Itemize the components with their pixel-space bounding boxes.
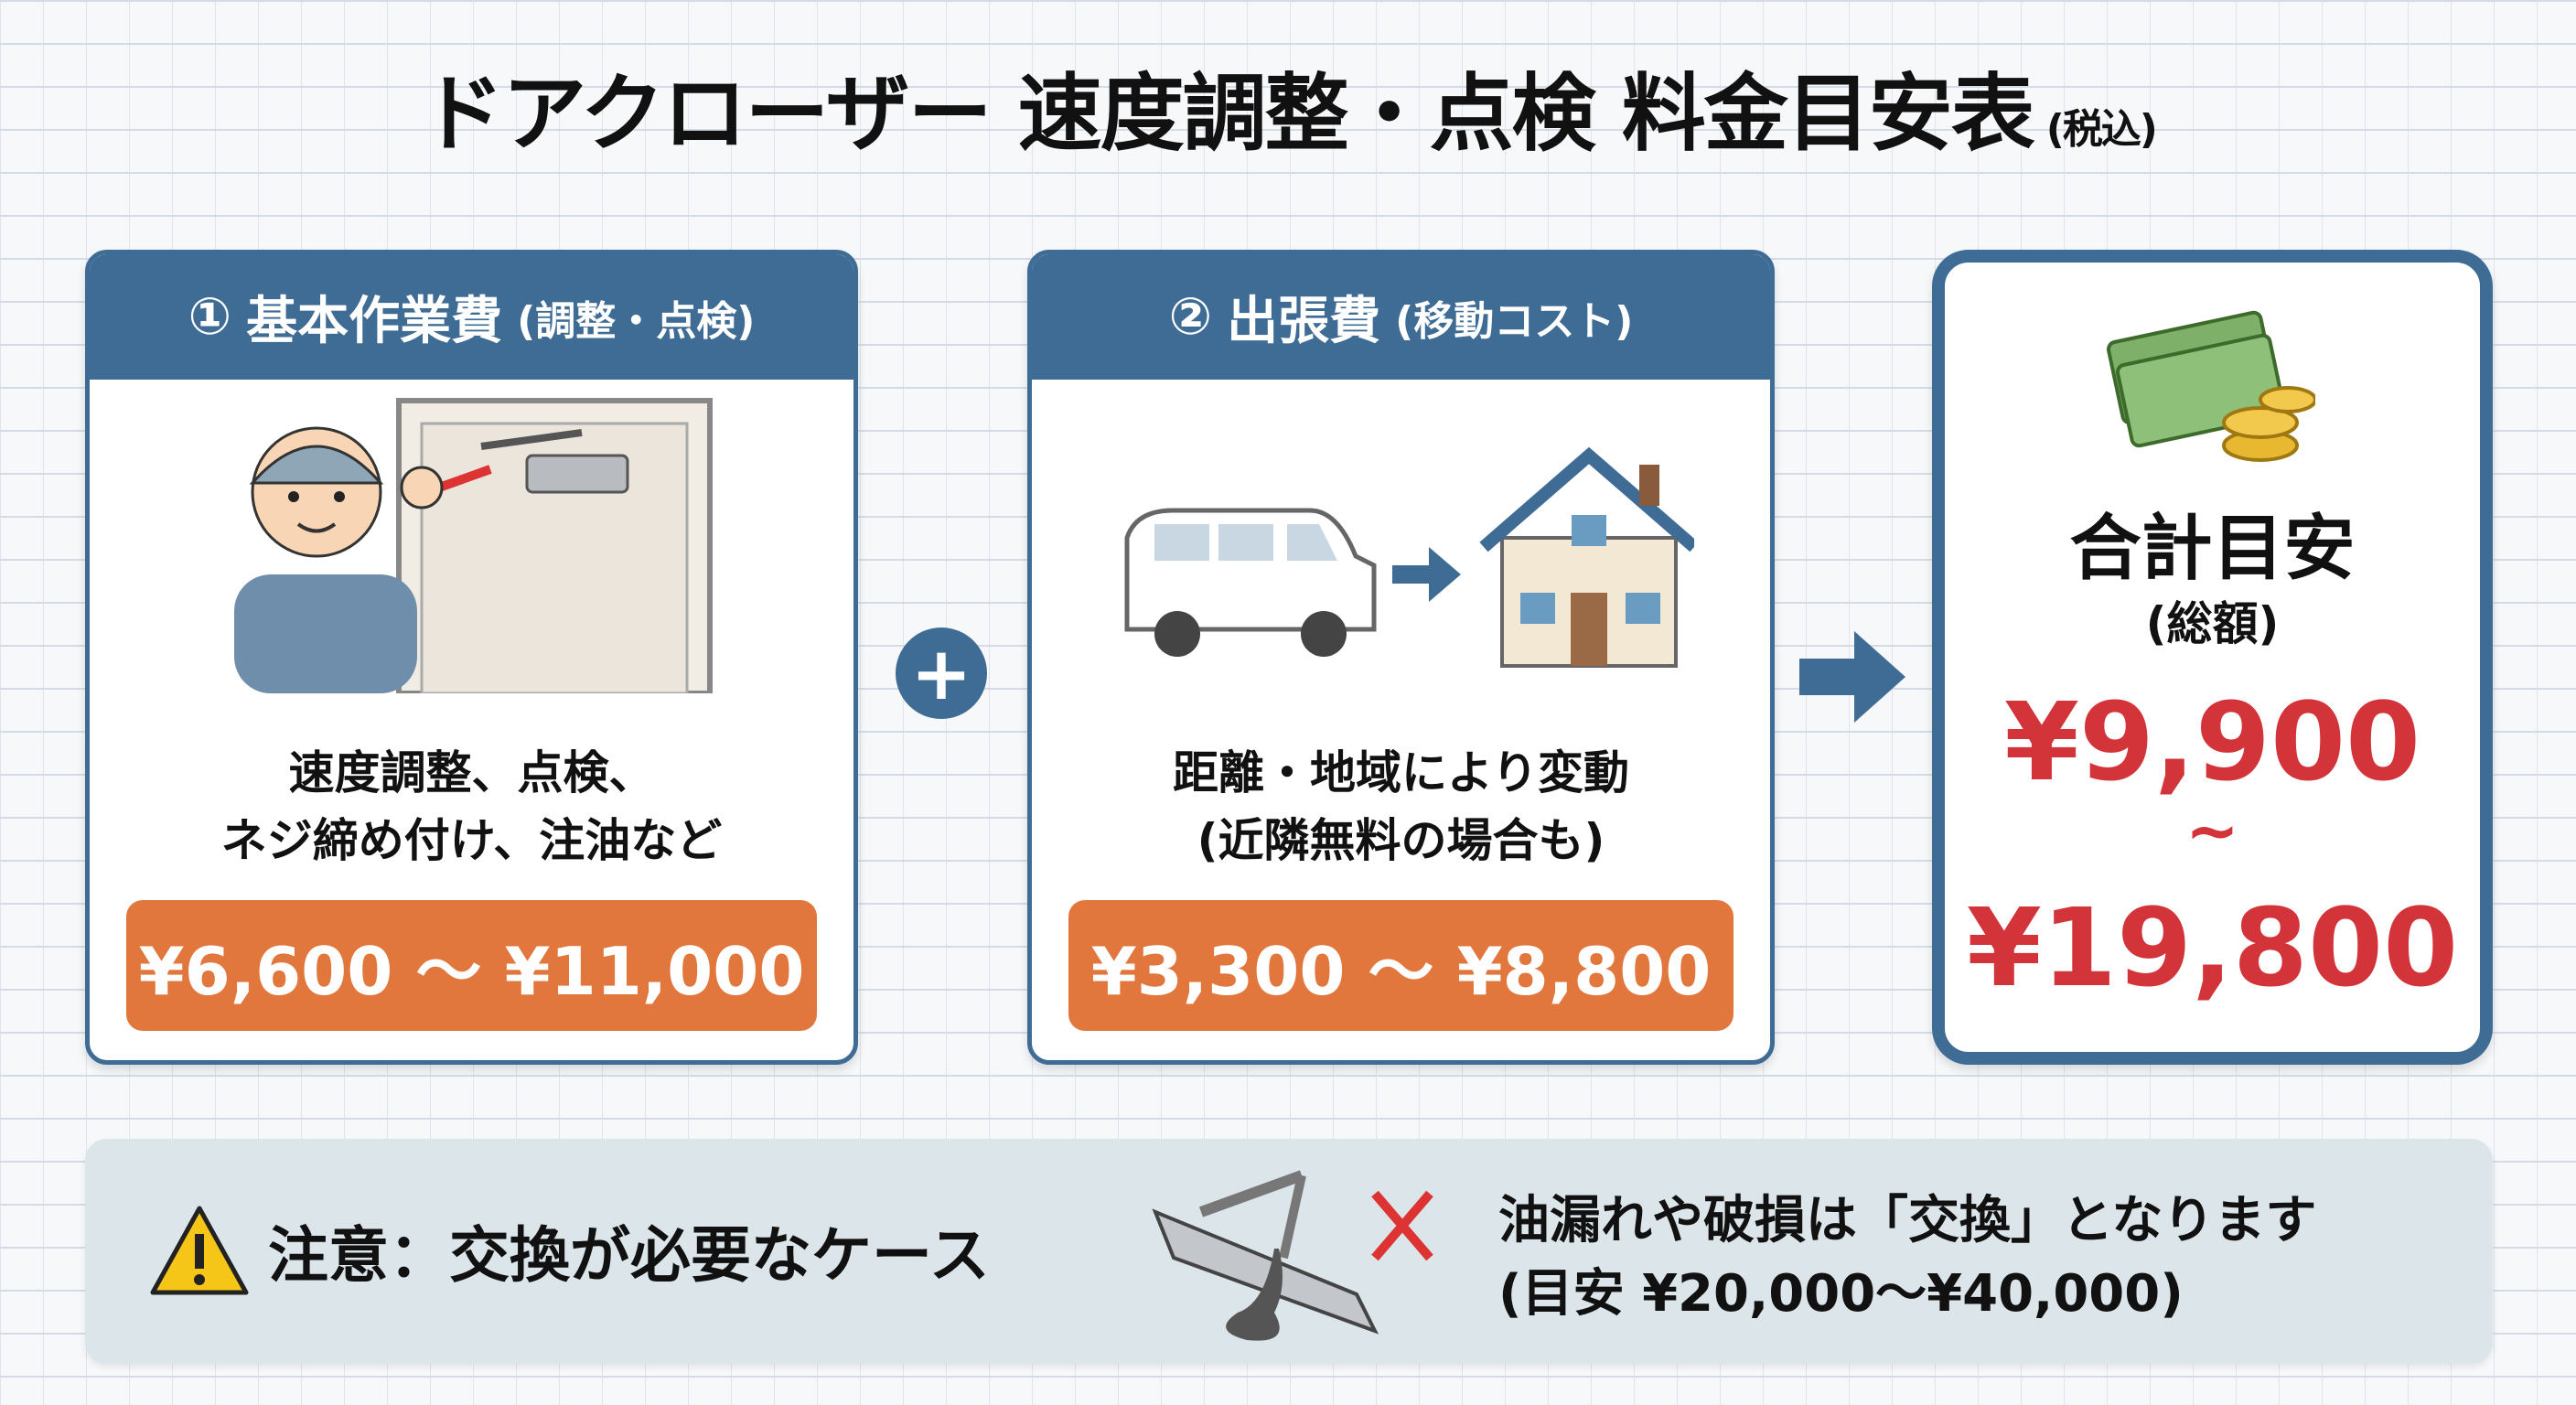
price-range: ¥3,300 ～ ¥8,800: [1068, 900, 1733, 1031]
broken-door-closer-icon: [1152, 1170, 1433, 1341]
desc-line: (近隣無料の場合も): [1197, 814, 1605, 867]
notice-warning: 注意：交換が必要なケース: [149, 1205, 990, 1296]
warning-icon: [150, 1206, 249, 1295]
money-icon: [2106, 310, 2315, 462]
card-note: (調整・点検): [517, 297, 756, 345]
notice-panel: 注意：交換が必要なケース 油漏れや破損は「交換」となります (目安 ¥20,000…: [85, 1139, 2493, 1364]
van-to-house-icon: [1032, 437, 1770, 684]
title-text: ドアクローザー 速度調整・点検 料金目安表: [420, 65, 2035, 163]
total-sublabel: (総額): [2145, 597, 2280, 650]
desc-line: 速度調整、点検、: [288, 746, 655, 799]
card-title: 出張費: [1227, 292, 1381, 351]
card-description: 速度調整、点検、ネジ締め付け、注油など: [90, 739, 853, 874]
tilde: ~: [2185, 793, 2239, 868]
card-number: ①: [188, 287, 232, 347]
card-number: ②: [1168, 287, 1213, 347]
notice-price: (目安 ¥20,000～¥40,000): [1498, 1264, 2184, 1324]
total-max: ¥19,800: [1966, 885, 2459, 1011]
notice-line: 油漏れや破損は「交換」となります: [1498, 1191, 2317, 1250]
notice-message: 油漏れや破損は「交換」となります (目安 ¥20,000～¥40,000): [1498, 1185, 2316, 1331]
card-title: 基本作業費: [246, 292, 503, 351]
card-note: (移動コスト): [1395, 297, 1634, 345]
total-card: 合計目安 (総額) ¥9,900 ~ ¥19,800: [1932, 250, 2493, 1065]
plus-icon: +: [896, 627, 987, 719]
notice-label: 注意：交換が必要なケース: [268, 1220, 990, 1291]
total-label: 合計目安: [2069, 508, 2356, 590]
worker-door-closer-icon: [90, 391, 853, 693]
desc-line: 距離・地域により変動: [1173, 746, 1629, 799]
total-min: ¥9,900: [2003, 679, 2421, 805]
card-description: 距離・地域により変動 (近隣無料の場合も): [1032, 739, 1770, 874]
arrow-right-icon: [1799, 631, 1905, 723]
page-title: ドアクローザー 速度調整・点検 料金目安表(税込): [0, 46, 2576, 167]
price-range: ¥6,600 ～ ¥11,000: [126, 900, 817, 1031]
desc-line: ネジ締め付け、注油など: [220, 814, 723, 867]
title-suffix: (税込): [2045, 106, 2158, 153]
